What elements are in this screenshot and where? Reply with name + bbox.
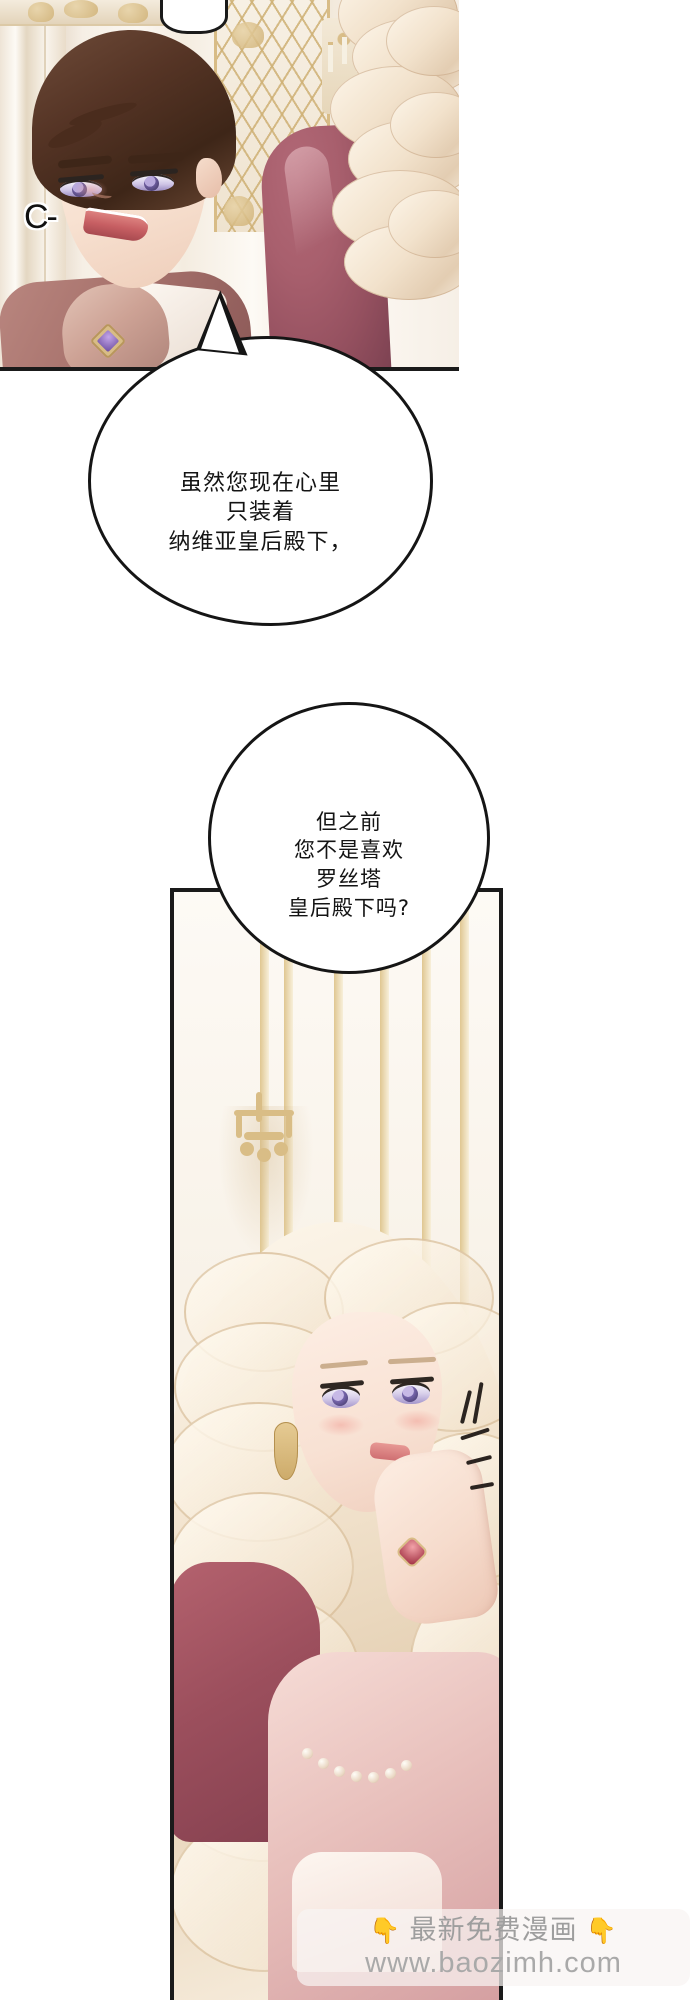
gold-curtain-stripe: [334, 892, 343, 1362]
gold-earring: [274, 1422, 298, 1480]
pointing-down-hand-left-icon: 👇: [369, 1916, 402, 1945]
eye-right: [132, 174, 174, 191]
smirk-effect-mark: C-: [24, 198, 58, 236]
speech-bubble-2: 但之前 您不是喜欢 罗丝塔 皇后殿下吗?: [208, 702, 490, 974]
gold-scroll-ornament: [232, 22, 264, 48]
watermark-url: www.baozimh.com: [365, 1947, 622, 1979]
gold-scroll-ornament: [224, 196, 254, 226]
watermark-tagline-row: 👇 最新免费漫画 👇: [369, 1917, 617, 1944]
speech-bubble-1: 虽然您现在心里 只装着 纳维亚皇后殿下，: [88, 288, 433, 626]
nobleman-ear: [196, 158, 222, 198]
nobleman-head: [28, 30, 240, 315]
gold-scroll-ornament: [118, 3, 148, 23]
gold-scroll-ornament: [28, 2, 54, 22]
speech-bubble-1-tail: [195, 288, 255, 356]
gold-scroll-ornament: [64, 0, 98, 18]
blonde-ringlet-curls: [330, 0, 459, 330]
site-watermark: 👇 最新免费漫画 👇 www.baozimh.com: [297, 1909, 690, 1986]
panel-2: [170, 888, 503, 2000]
cheek-blush-left: [318, 1414, 364, 1436]
cheek-blush: [74, 180, 108, 200]
eye-right: [392, 1382, 430, 1404]
cheek-blush-right: [394, 1410, 440, 1432]
panel-2-right-border: [499, 888, 503, 2000]
speech-bubble-1-text: 虽然您现在心里 只装着 纳维亚皇后殿下，: [168, 471, 353, 555]
gold-curtain-stripe: [380, 892, 389, 1402]
pointing-down-hand-right-icon: 👇: [585, 1916, 618, 1945]
offscreen-bubble-tail: [160, 0, 228, 34]
speech-bubble-2-text: 但之前 您不是喜欢 罗丝塔 皇后殿下吗?: [287, 809, 411, 920]
gold-curtain-stripe: [284, 892, 293, 1392]
wall-sconce: [234, 1092, 294, 1166]
gold-curtain-stripe: [260, 892, 269, 1432]
watermark-tagline: 最新免费漫画: [409, 1915, 578, 1946]
gold-curtain-stripe: [460, 892, 469, 1332]
gold-curtain-stripe: [422, 892, 431, 1372]
eye-left: [322, 1386, 360, 1408]
